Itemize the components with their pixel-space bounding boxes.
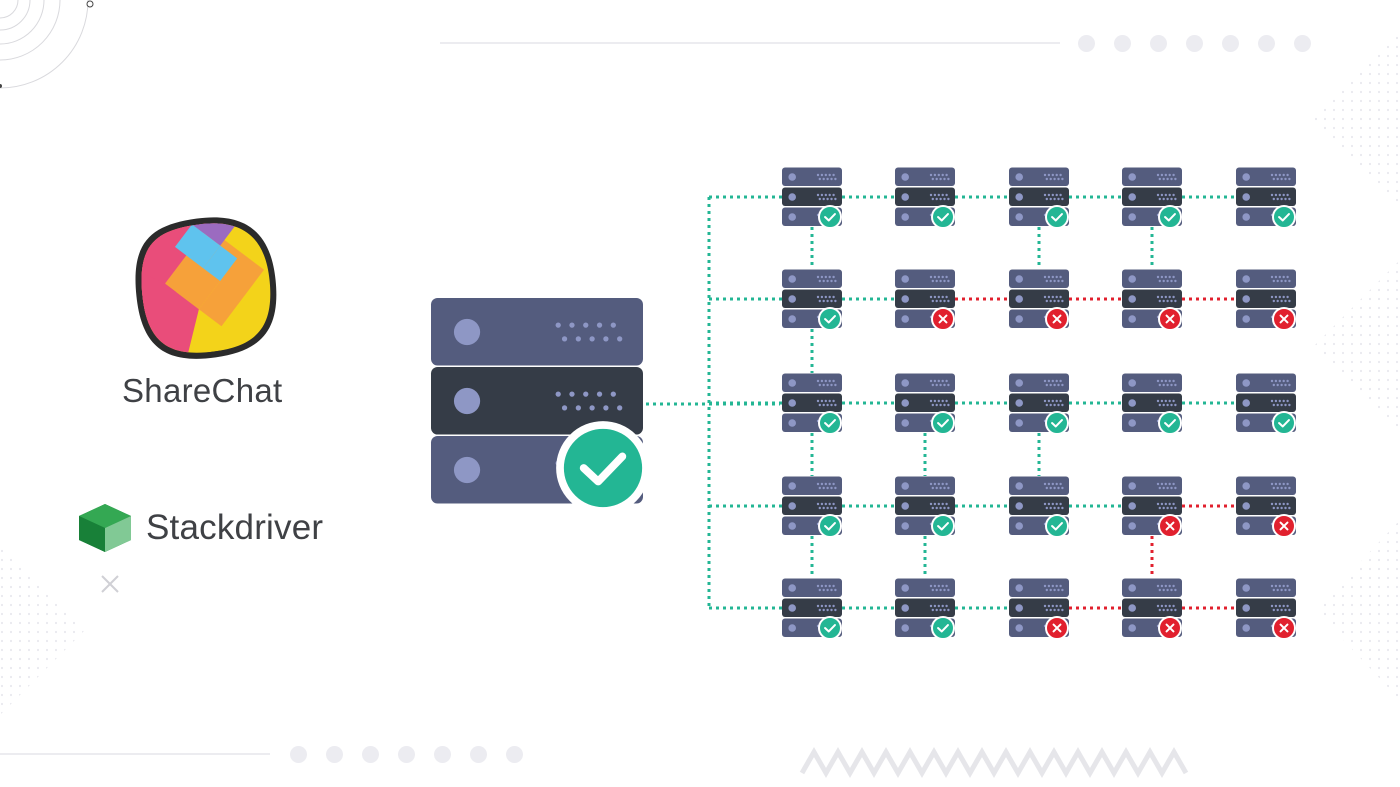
error-icon	[1045, 307, 1069, 331]
check-icon	[556, 421, 650, 515]
error-icon	[1158, 307, 1182, 331]
check-icon	[931, 514, 955, 538]
check-icon	[1045, 411, 1069, 435]
check-icon	[1045, 205, 1069, 229]
server-grid	[782, 167, 1296, 640]
check-icon	[818, 307, 842, 331]
server-node	[1236, 167, 1296, 226]
stackdriver-hexagon-icon	[79, 504, 131, 552]
check-icon	[818, 205, 842, 229]
check-icon	[1158, 205, 1182, 229]
error-icon	[1158, 616, 1182, 640]
decorative-lines	[0, 42, 1060, 755]
sharechat-logo-icon	[133, 215, 279, 361]
decorative-zigzag	[799, 746, 1189, 779]
check-icon	[1045, 514, 1069, 538]
main-server	[431, 298, 650, 515]
check-icon	[1158, 411, 1182, 435]
server-node	[1009, 578, 1069, 637]
decorative-dots	[1078, 35, 1311, 52]
server-icon	[431, 298, 643, 504]
stackdriver-brand-name: Stackdriver	[146, 508, 324, 547]
check-icon	[1272, 205, 1296, 229]
error-icon	[1272, 307, 1296, 331]
check-icon	[818, 514, 842, 538]
error-icon	[1272, 616, 1296, 640]
error-icon	[1272, 514, 1296, 538]
server-node	[895, 476, 955, 535]
check-icon	[1272, 411, 1296, 435]
check-icon	[931, 411, 955, 435]
decorative-arcs	[0, 0, 94, 89]
check-icon	[931, 616, 955, 640]
sharechat-brand-name: ShareChat	[122, 372, 283, 409]
close-icon	[101, 575, 119, 593]
connection-links	[632, 195, 1236, 610]
check-icon	[931, 205, 955, 229]
check-icon	[818, 616, 842, 640]
error-icon	[1158, 514, 1182, 538]
server-node	[1122, 373, 1182, 432]
error-icon	[1045, 616, 1069, 640]
decorative-dots	[290, 746, 523, 763]
check-icon	[818, 411, 842, 435]
decorative-pattern	[0, 30, 1400, 715]
error-icon	[931, 307, 955, 331]
